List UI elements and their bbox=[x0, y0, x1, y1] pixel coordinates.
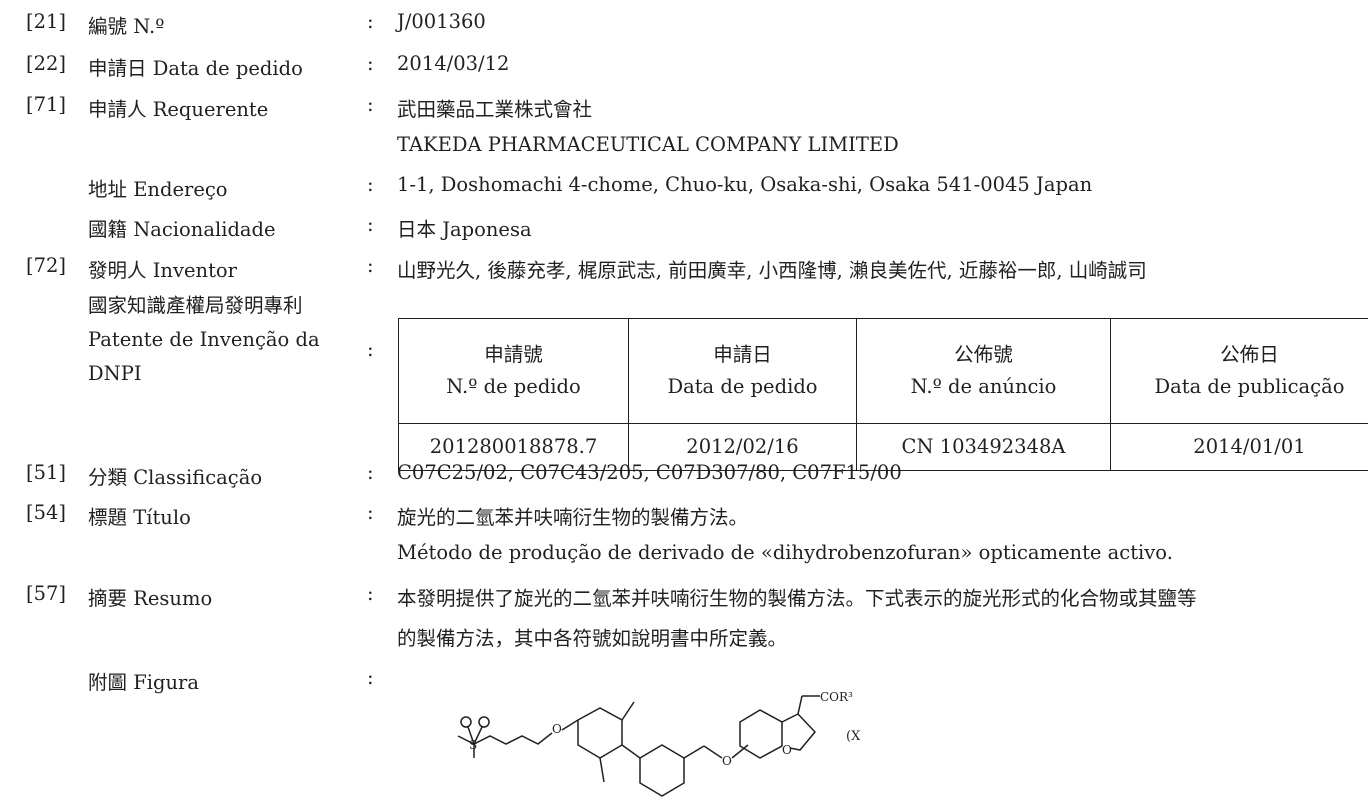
field-colon: : bbox=[367, 461, 374, 484]
furan-ring-bond bbox=[781, 713, 817, 751]
field-label: 編號 N.º bbox=[88, 15, 165, 38]
field-code: [21] bbox=[26, 10, 67, 33]
field-label: 地址 Endereço bbox=[88, 178, 228, 201]
field-label: 標題 Título bbox=[88, 506, 191, 529]
field-code: [51] bbox=[26, 461, 67, 484]
cor3-label: COR³ bbox=[820, 690, 853, 704]
field-value: J/001360 bbox=[397, 10, 486, 33]
field-label: 附圖 Figura bbox=[88, 671, 199, 694]
field-label: 發明人 Inventor bbox=[88, 259, 237, 282]
methylene-bond bbox=[703, 745, 723, 759]
oxo-atom bbox=[478, 716, 490, 728]
patent-label-line: DNPI bbox=[88, 362, 142, 385]
ring-oxygen-atom: O bbox=[782, 743, 792, 757]
field-value: 日本 Japonesa bbox=[397, 218, 532, 241]
oxo-atom bbox=[460, 716, 472, 728]
field-label: 申請日 Data de pedido bbox=[88, 57, 303, 80]
biaryl-bond bbox=[621, 744, 641, 759]
field-value: 本發明提供了旋光的二氫苯并呋喃衍生物的製備方法。下式表示的旋光形式的化合物或其鹽… bbox=[397, 587, 1197, 610]
formula-label: (X) bbox=[846, 729, 860, 744]
field-code: [71] bbox=[26, 93, 67, 116]
field-colon: : bbox=[367, 52, 374, 75]
field-colon: : bbox=[367, 213, 374, 236]
ether-oxygen-atom: O bbox=[722, 754, 732, 768]
patent-label: 國家知識產權局發明專利 Patente de Invenção da DNPI bbox=[88, 289, 320, 391]
field-value: 武田藥品工業株式會社 bbox=[397, 98, 593, 121]
field-value: 1-1, Doshomachi 4-chome, Chuo-ku, Osaka-… bbox=[397, 173, 1093, 196]
field-colon: : bbox=[367, 338, 374, 361]
field-colon: : bbox=[367, 173, 374, 196]
benzene-ring bbox=[577, 707, 623, 759]
chemical-structure-figure: S O O O COR³ (X) bbox=[457, 690, 860, 797]
field-code: [72] bbox=[26, 254, 67, 277]
field-label: 摘要 Resumo bbox=[88, 587, 213, 610]
patent-label-line: Patente de Invenção da bbox=[88, 328, 320, 351]
field-value: 的製備方法，其中各符號如說明書中所定義。 bbox=[397, 627, 788, 650]
field-code: [22] bbox=[26, 52, 67, 75]
field-value: 旋光的二氫苯并呋喃衍生物的製備方法。 bbox=[397, 506, 749, 529]
field-value: C07C25/02, C07C43/205, C07D307/80, C07F1… bbox=[397, 461, 902, 484]
benzene-ring bbox=[639, 744, 685, 797]
field-label: 分類 Classificação bbox=[88, 466, 263, 489]
sulfur-atom: S bbox=[469, 738, 477, 752]
methyl-bond bbox=[621, 701, 635, 721]
field-value: Método de produção de derivado de «dihyd… bbox=[397, 541, 1173, 564]
field-label: 申請人 Requerente bbox=[88, 98, 269, 121]
patent-table-cell: 201280018878.7 bbox=[398, 423, 629, 471]
field-colon: : bbox=[367, 93, 374, 116]
field-colon: : bbox=[367, 254, 374, 277]
field-value: 2014/03/12 bbox=[397, 52, 510, 75]
methyl-bond bbox=[599, 757, 605, 783]
patent-label-line: 國家知識產權局發明專利 bbox=[88, 294, 303, 317]
field-code: [57] bbox=[26, 582, 67, 605]
side-chain-bond bbox=[797, 695, 803, 715]
field-colon: : bbox=[367, 582, 374, 605]
benzene-ring bbox=[739, 709, 783, 759]
patent-table-cell: 2012/02/16 bbox=[628, 423, 857, 471]
field-colon: : bbox=[367, 10, 374, 33]
field-colon: : bbox=[367, 501, 374, 524]
field-value: TAKEDA PHARMACEUTICAL COMPANY LIMITED bbox=[397, 133, 899, 156]
field-label: 國籍 Nacionalidade bbox=[88, 218, 276, 241]
sulfonyl-bond bbox=[473, 726, 483, 745]
patent-table-cell: CN 103492348A bbox=[856, 423, 1111, 471]
patent-table-cell: 2014/01/01 bbox=[1110, 423, 1368, 471]
ether-bond bbox=[561, 719, 579, 731]
field-value: 山野光久, 後藤充孝, 梶原武志, 前田廣幸, 小西隆博, 瀨良美佐代, 近藤裕… bbox=[397, 259, 1147, 282]
patent-table-row: 201280018878.7 2012/02/16 CN 103492348A … bbox=[398, 423, 1368, 471]
ether-oxygen-atom: O bbox=[552, 722, 562, 736]
ether-bond bbox=[731, 744, 749, 759]
field-colon: : bbox=[367, 666, 374, 689]
field-code: [54] bbox=[26, 501, 67, 524]
sulfonyl-bond bbox=[467, 726, 475, 745]
methylene-bond bbox=[683, 745, 705, 759]
